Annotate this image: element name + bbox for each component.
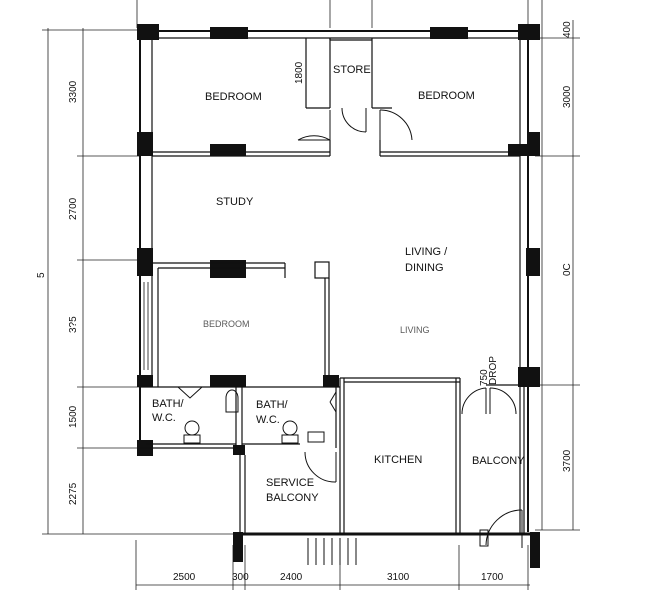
dim-right-4: 3700	[562, 449, 573, 472]
dim-store-depth: 1800	[294, 61, 305, 84]
room-label-bedroom-right: BEDROOM	[418, 90, 475, 102]
dim-door-drop: DROP	[488, 356, 499, 385]
room-label-bath1-line1: BATH/	[152, 398, 185, 410]
dim-right-1: 400	[562, 21, 573, 38]
dim-bottom-2: 300	[232, 572, 249, 583]
grid-lines	[42, 0, 580, 590]
toilet-icon	[282, 420, 298, 436]
dim-left-4: 1500	[68, 405, 79, 428]
room-label-store: STORE	[333, 64, 371, 76]
dim-left-1: 3300	[68, 80, 79, 103]
steps	[307, 538, 357, 565]
dim-left-overall: 5	[36, 272, 47, 278]
columns	[137, 24, 540, 568]
dim-bottom-5: 1700	[481, 572, 504, 583]
dim-right-3: 0C	[562, 263, 573, 276]
dim-bottom-1: 2500	[173, 572, 196, 583]
smudged-label-living: LIVING	[400, 325, 430, 335]
room-label-bath2-line1: BATH/	[256, 399, 289, 411]
room-label-bath1-line2: W.C.	[152, 412, 176, 424]
room-label-bedroom-left: BEDROOM	[205, 91, 262, 103]
doors	[177, 107, 523, 548]
dim-door-side: 750	[479, 369, 490, 386]
room-label-bath2-line2: W.C.	[256, 414, 280, 426]
room-label-service-balcony: BALCONY	[266, 492, 319, 504]
bath-fixtures	[183, 389, 325, 444]
interior-walls	[140, 38, 525, 534]
room-label-dining: DINING	[405, 262, 444, 274]
dimension-labels: 3300 2700 3?5 1500 2275 5 1800 400 3000 …	[36, 21, 573, 583]
dim-left-5: 2275	[68, 482, 79, 505]
smudged-label-left-room: BEDROOM	[203, 319, 250, 329]
dim-bottom-4: 3100	[387, 572, 410, 583]
dim-left-3: 3?5	[68, 316, 79, 333]
room-label-kitchen: KITCHEN	[374, 454, 422, 466]
room-label-living: LIVING /	[405, 246, 448, 258]
room-label-study: STUDY	[216, 196, 254, 208]
dim-right-2: 3000	[562, 85, 573, 108]
room-labels: BEDROOM STORE BEDROOM STUDY LIVING / DIN…	[152, 64, 525, 504]
toilet-icon	[184, 420, 200, 436]
dim-left-2: 2700	[68, 197, 79, 220]
room-label-balcony: BALCONY	[472, 455, 525, 467]
dim-bottom-3: 2400	[280, 572, 303, 583]
room-label-service: SERVICE	[266, 477, 314, 489]
